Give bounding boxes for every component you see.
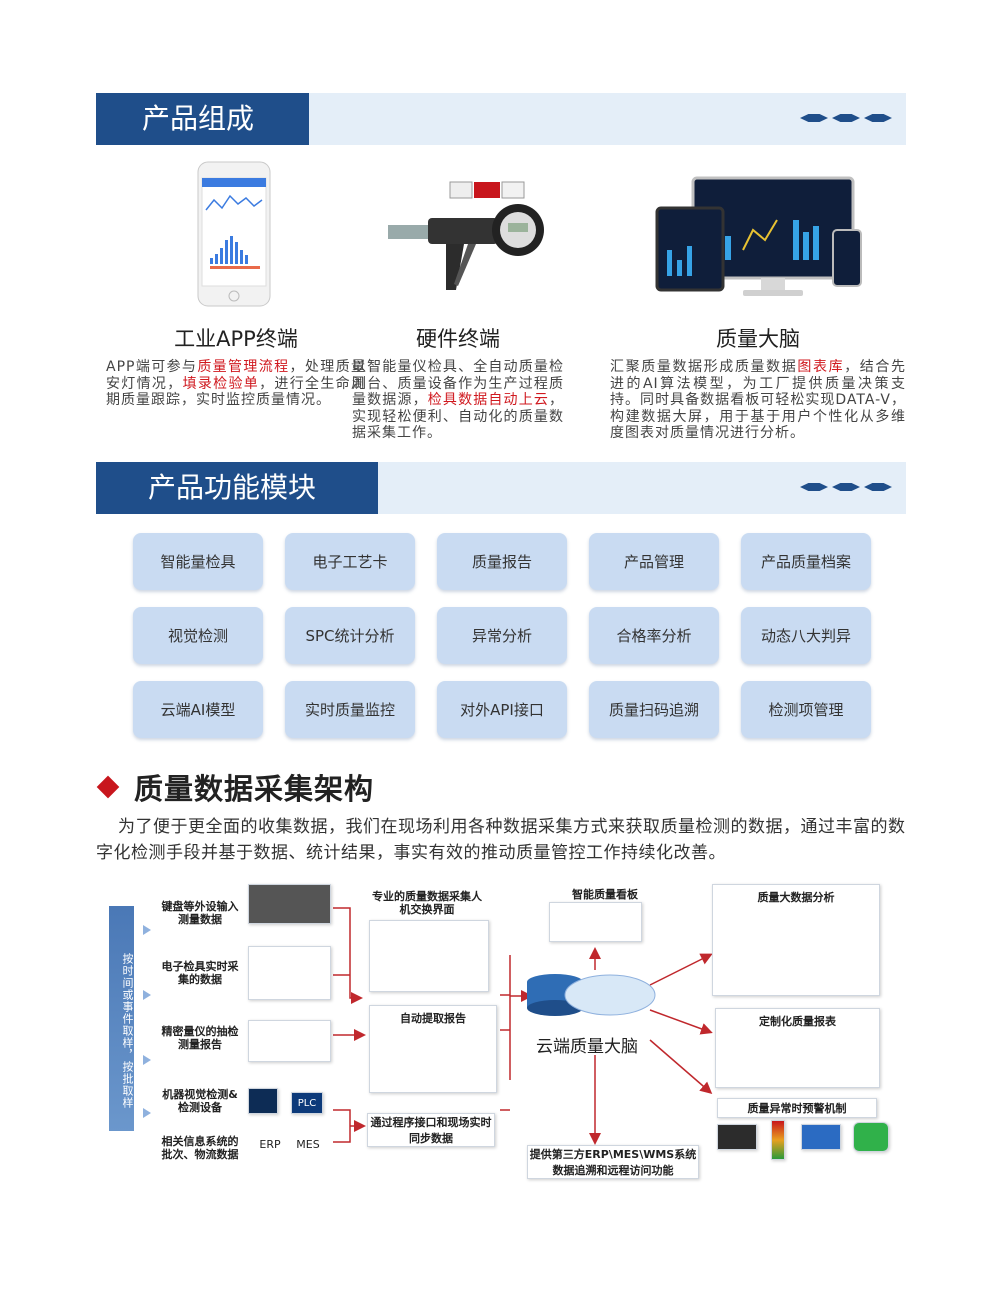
module-item: 实时质量监控 bbox=[285, 681, 415, 738]
highlight-text: 图表库 bbox=[797, 359, 845, 375]
phone-icon bbox=[197, 161, 271, 307]
product-title: 质量大脑 bbox=[716, 327, 800, 351]
section-title: 质量数据采集架构 bbox=[134, 772, 375, 806]
third-party-label: 提供第三方ERP\MES\WMS系统数据追溯和远程访问功能 bbox=[529, 1148, 697, 1177]
bore-gauge-icon bbox=[388, 181, 544, 290]
section-title: 产品组成 bbox=[96, 93, 309, 145]
decorative-diamonds bbox=[800, 114, 892, 122]
source-label: 键盘等外设输入测量数据 bbox=[161, 900, 239, 926]
auto-report-screenshot: 自动提取报告 bbox=[369, 1005, 497, 1093]
board-screenshot bbox=[549, 902, 642, 942]
mid-label: 自动提取报告 bbox=[400, 1012, 466, 1025]
desc-text: APP端可参与 bbox=[106, 359, 198, 375]
wechat-icon bbox=[853, 1122, 889, 1152]
desc-text: ，实现轻松便利、自动化的质量数据采集工作。 bbox=[352, 392, 565, 441]
gauge-image bbox=[368, 160, 548, 315]
digital-gauges-image bbox=[248, 946, 331, 1000]
product-app-terminal: 工业APP终端 APP端可参与质量管理流程，处理质量安灯情况，填录检验单，进行全… bbox=[106, 160, 366, 409]
email-icon bbox=[801, 1124, 841, 1150]
analysis-screenshot: 质量大数据分析 bbox=[712, 884, 880, 996]
board-label: 智能质量看板 bbox=[572, 888, 638, 901]
section-header-products: 产品组成 bbox=[96, 93, 906, 145]
module-item: 质量扫码追溯 bbox=[589, 681, 719, 738]
highlight-text: 检具数据自动上云 bbox=[427, 392, 550, 408]
module-item: 智能量检具 bbox=[133, 533, 263, 590]
camera-icon bbox=[248, 1088, 278, 1114]
decorative-diamonds bbox=[800, 483, 892, 491]
section-title: 产品功能模块 bbox=[96, 462, 378, 514]
erp-label: ERP bbox=[259, 1138, 281, 1151]
desc-text: ，结合先进的AI算法模型，为工厂提供质量决策支持。同时具备数据看板可轻松实现DA… bbox=[610, 359, 907, 441]
phone-image bbox=[196, 160, 276, 315]
product-hardware-terminal: 硬件终端 以智能量仪检具、全自动质量检测台、质量设备作为生产过程质量数据源，检具… bbox=[352, 160, 564, 442]
section-header-architecture: 质量数据采集架构 bbox=[96, 766, 374, 808]
source-label: 相关信息系统的批次、物流数据 bbox=[161, 1135, 239, 1161]
module-item: 电子工艺卡 bbox=[285, 533, 415, 590]
product-desc: 汇聚质量数据形成质量数据图表库，结合先进的AI算法模型，为工厂提供质量决策支持。… bbox=[610, 359, 906, 442]
section-intro: 为了便于更全面的收集数据，我们在现场利用各种数据采集方式来获取质量检测的数据，通… bbox=[96, 817, 906, 863]
keyboard-image bbox=[248, 884, 331, 924]
module-item: 异常分析 bbox=[437, 607, 567, 664]
module-grid: 智能量检具 电子工艺卡 质量报告 产品管理 产品质量档案 视觉检测 SPC统计分… bbox=[133, 533, 873, 738]
hmi-screenshot bbox=[369, 920, 489, 992]
red-diamond-icon bbox=[96, 775, 120, 799]
plc-icon: PLC bbox=[291, 1092, 323, 1114]
mid-label: 专业的质量数据采集人机交换界面 bbox=[372, 890, 482, 916]
report-screenshot: 定制化质量报表 bbox=[715, 1008, 880, 1088]
module-item: 动态八大判异 bbox=[741, 607, 871, 664]
module-item: 云端AI模型 bbox=[133, 681, 263, 738]
dashboard-screens-icon bbox=[655, 176, 862, 296]
sampling-side-bar: 按时间或事件取样，按批取样 bbox=[109, 906, 134, 1131]
product-title: 工业APP终端 bbox=[174, 327, 298, 351]
api-sync-box: 通过程序接口和现场实时同步数据 bbox=[367, 1113, 495, 1147]
section-header-modules: 产品功能模块 bbox=[96, 462, 906, 514]
module-item: SPC统计分析 bbox=[285, 607, 415, 664]
highlight-text: 质量管理流程 bbox=[197, 359, 290, 375]
desc-text: ，处理质量安灯情况， bbox=[106, 359, 367, 392]
source-label: 精密量仪的抽检测量报告 bbox=[161, 1025, 239, 1051]
mes-label: MES bbox=[296, 1138, 320, 1151]
report-label: 定制化质量报表 bbox=[759, 1015, 836, 1028]
desc-text: 以智能量仪检具、全自动质量检测台、质量设备作为生产过程质量数据源， bbox=[352, 359, 564, 408]
module-item: 检测项管理 bbox=[741, 681, 871, 738]
cloud-brain-label: 云端质量大脑 bbox=[536, 1037, 638, 1057]
printer-icon bbox=[717, 1124, 757, 1150]
module-item: 产品质量档案 bbox=[741, 533, 871, 590]
highlight-text: 填录检验单 bbox=[182, 375, 260, 392]
alarm-label: 质量异常时预警机制 bbox=[747, 1102, 847, 1115]
desc-text: ，进行全生命周期质量跟踪，实时监控质量情况。 bbox=[106, 375, 366, 409]
mid-label: 通过程序接口和现场实时同步数据 bbox=[370, 1116, 492, 1145]
desc-text: 汇聚质量数据形成质量数据 bbox=[610, 359, 798, 375]
cmm-image bbox=[248, 1020, 331, 1062]
product-quality-brain: 质量大脑 汇聚质量数据形成质量数据图表库，结合先进的AI算法模型，为工厂提供质量… bbox=[610, 160, 906, 442]
analysis-label: 质量大数据分析 bbox=[757, 891, 835, 904]
module-item: 合格率分析 bbox=[589, 607, 719, 664]
module-item: 对外API接口 bbox=[437, 681, 567, 738]
signal-tower-icon bbox=[771, 1120, 785, 1160]
module-item: 产品管理 bbox=[589, 533, 719, 590]
module-item: 质量报告 bbox=[437, 533, 567, 590]
diagram-arrows bbox=[143, 907, 713, 1145]
module-item: 视觉检测 bbox=[133, 607, 263, 664]
screens-image bbox=[653, 160, 863, 315]
product-desc: 以智能量仪检具、全自动质量检测台、质量设备作为生产过程质量数据源，检具数据自动上… bbox=[352, 359, 564, 442]
source-label: 机器视觉检测&检测设备 bbox=[162, 1088, 238, 1114]
product-title: 硬件终端 bbox=[416, 327, 500, 351]
alarm-box: 质量异常时预警机制 bbox=[717, 1098, 877, 1118]
architecture-diagram: 按时间或事件取样，按批取样 键盘等外设输入测量数据 电子检具实时采集的数据 精密… bbox=[105, 880, 905, 1185]
third-party-box: 提供第三方ERP\MES\WMS系统数据追溯和远程访问功能 bbox=[527, 1145, 699, 1179]
source-label: 电子检具实时采集的数据 bbox=[161, 960, 239, 986]
product-desc: APP端可参与质量管理流程，处理质量安灯情况，填录检验单，进行全生命周期质量跟踪… bbox=[106, 359, 366, 409]
